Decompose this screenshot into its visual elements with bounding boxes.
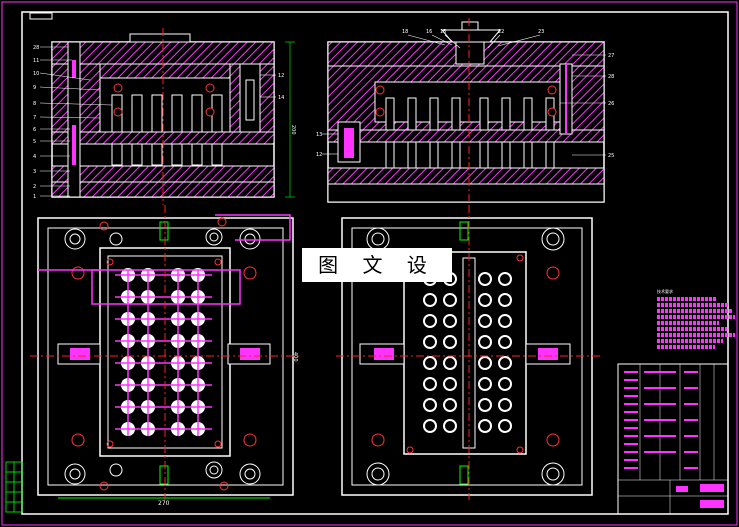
callout-r-7: 13 xyxy=(316,132,322,138)
tech-note-line xyxy=(657,339,723,343)
revision-strip xyxy=(5,461,23,513)
callout-r-0: 18 xyxy=(402,29,408,35)
callout-l-0: 28 xyxy=(33,45,39,51)
callout-r-1: 16 xyxy=(426,29,432,35)
callout-l-4: 8 xyxy=(33,101,36,107)
runners-left xyxy=(38,214,291,436)
callout-l-1: 11 xyxy=(33,58,39,64)
dim-side-height: 400 xyxy=(292,352,298,362)
technical-notes-title: 技术要求 xyxy=(657,289,673,294)
tech-note-line xyxy=(657,309,733,313)
left-plan-view xyxy=(30,205,300,500)
technical-notes: 技术要求 xyxy=(657,289,737,351)
callout-l-9: 3 xyxy=(33,169,36,175)
tech-note-line xyxy=(657,327,727,331)
title-block xyxy=(617,363,729,515)
callout-r-10: 25 xyxy=(608,153,614,159)
core-holes xyxy=(113,83,215,117)
callout-r-2: 15 xyxy=(440,29,446,35)
dim-top-height: 200 xyxy=(290,125,296,135)
callout-l-5: 7 xyxy=(33,115,36,121)
callout-r-9: 26 xyxy=(608,101,614,107)
callout-l-2: 10 xyxy=(33,71,39,77)
right-core-holes xyxy=(375,85,557,117)
watermark-label: 图 文 设 计 xyxy=(302,248,452,311)
left-elevation-view xyxy=(39,28,295,205)
side-label-0: 12 xyxy=(278,73,284,79)
dim-bottom-width: 270 xyxy=(158,500,170,507)
right-elevation-view xyxy=(322,18,606,210)
callout-r-4: 23 xyxy=(538,29,544,35)
tech-note-line xyxy=(657,297,717,301)
tech-note-line xyxy=(657,321,719,325)
callout-l-10: 2 xyxy=(33,184,36,190)
tech-note-line xyxy=(657,345,715,349)
callout-l-7: 5 xyxy=(33,139,36,145)
corner-box xyxy=(29,12,53,20)
cavity-array-right xyxy=(423,272,512,433)
inner-frame xyxy=(21,11,729,515)
core-row xyxy=(111,94,223,166)
callout-l-11: 1 xyxy=(33,194,36,200)
tech-note-line xyxy=(657,333,735,337)
tech-note-line xyxy=(657,315,735,319)
callout-l-6: 6 xyxy=(33,127,36,133)
callout-r-3: 22 xyxy=(498,29,504,35)
cavity-array-left xyxy=(121,268,205,436)
callout-l-8: 4 xyxy=(33,154,36,160)
right-plan-view xyxy=(336,205,600,500)
side-label-1: 14 xyxy=(278,95,284,101)
callout-r-5: 27 xyxy=(608,53,614,59)
tech-note-line xyxy=(657,303,729,307)
callout-l-3: 9 xyxy=(33,85,36,91)
callout-r-8: 12 xyxy=(316,152,322,158)
callout-r-6: 28 xyxy=(608,74,614,80)
